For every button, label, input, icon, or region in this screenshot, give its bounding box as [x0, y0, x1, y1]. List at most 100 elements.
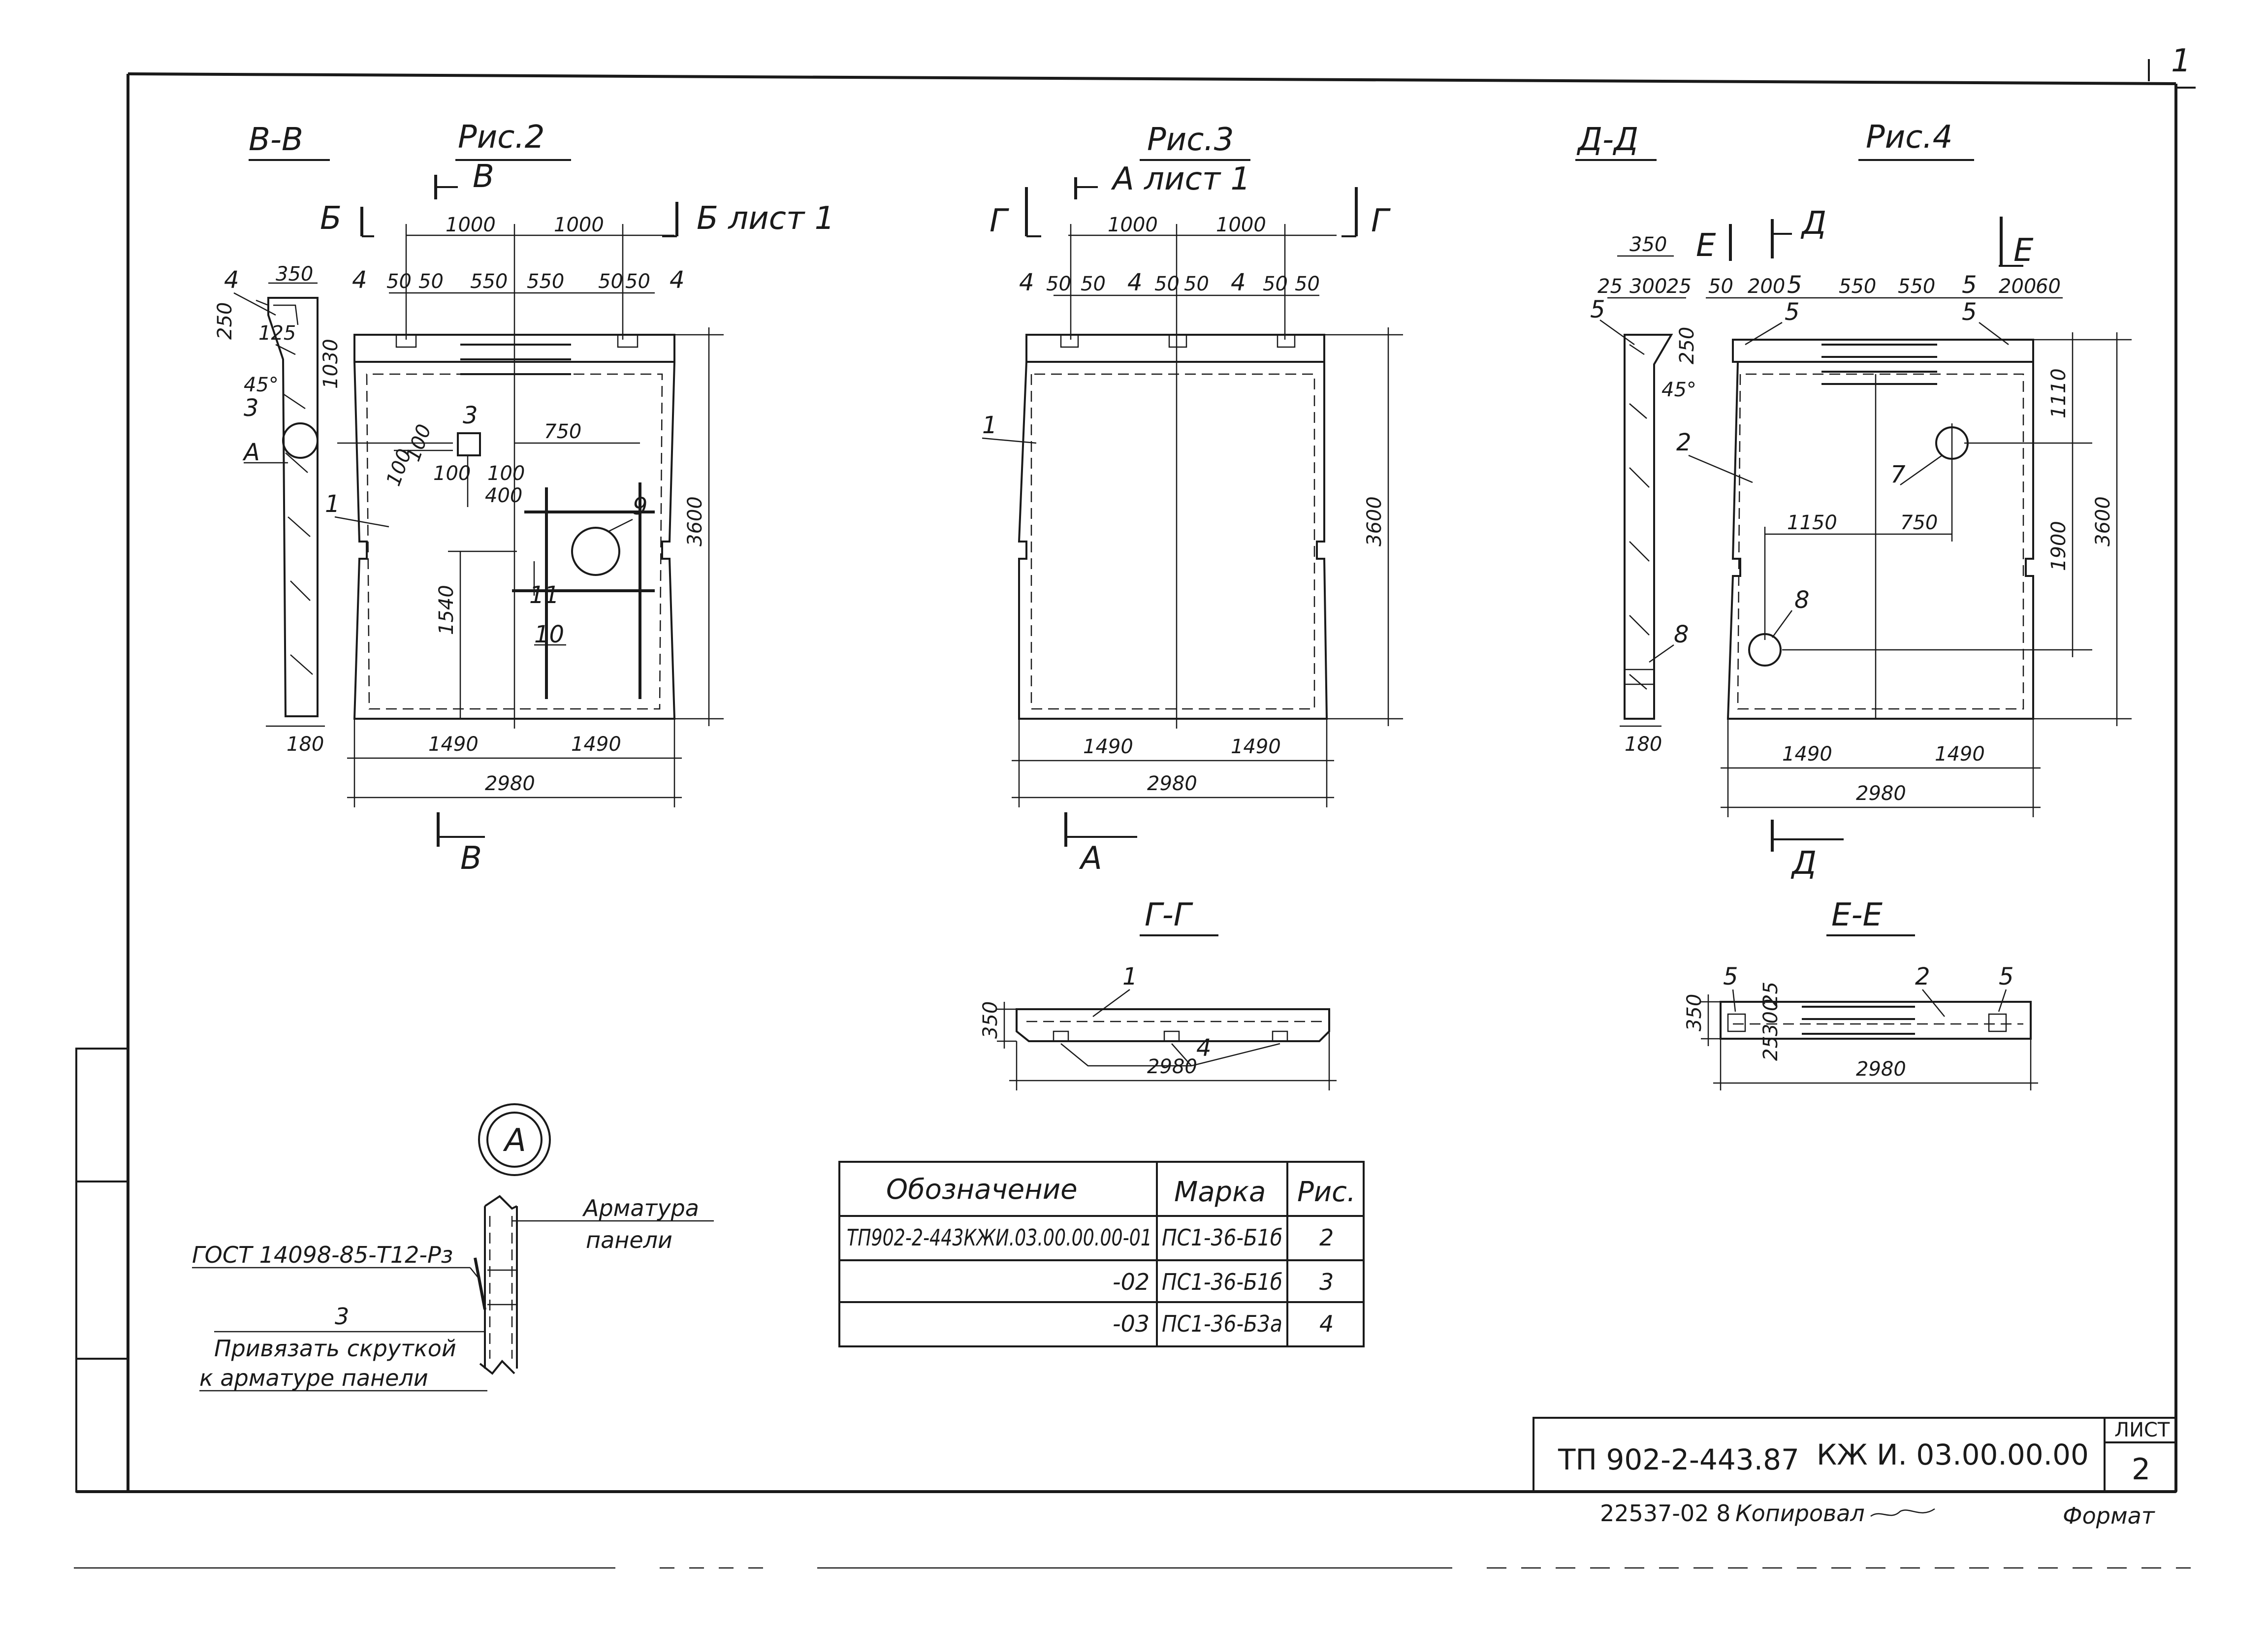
fig2-small-dim-6: 50	[625, 270, 650, 293]
fig2-top-dim-left: 1000	[446, 214, 496, 236]
fig3-small-dim-2: 50	[1081, 273, 1106, 295]
fig2-small-dim-4: 550	[527, 270, 564, 293]
fig4-small-dim-4: 550	[1898, 275, 1935, 298]
fig3-title: Рис.3	[1147, 122, 1234, 158]
fig4-small-dim-5: 5	[1962, 271, 1977, 299]
table-row-2-fig: 3	[1319, 1269, 1334, 1295]
section-gg-callout-1: 1	[1122, 963, 1138, 990]
fig2-small-dim-0: 4	[352, 266, 367, 294]
section-ee-dim-300: 300	[1759, 999, 1782, 1036]
fig2-sec-d1030: 1030	[319, 339, 342, 389]
fig4-small-dim-6: 200	[1999, 275, 2036, 298]
fig4-inner-dim-2: 1110	[2047, 368, 2070, 418]
table-row-3-designation: -03	[1113, 1310, 1150, 1337]
fig2-callout-A: A	[242, 439, 260, 466]
section-gg-title: Г-Г	[1145, 897, 1193, 933]
fig2-cut-left: Б	[320, 200, 342, 237]
sheet-corner-mark: 1	[2171, 43, 2191, 79]
title-block-sheet-label: ЛИСТ	[2114, 1419, 2170, 1441]
fig2-cut-top: В	[473, 159, 494, 195]
fig4-inner-dim-3: 1900	[2047, 521, 2070, 571]
fig3-callout-1: 1	[982, 412, 997, 439]
fig3-small-dim-1: 50	[1046, 273, 1071, 295]
fig2-cut-right: Б лист 1	[697, 200, 834, 237]
figure-3: Рис.3 А лист 1 Г Г 1000 1000 4 50 50 4 5…	[982, 122, 1403, 877]
section-ee-dim-350: 350	[1683, 994, 1706, 1031]
fig2-callout-3b: 3	[463, 402, 478, 429]
fig4-callout-8a: 8	[1794, 586, 1810, 614]
fig2-callout-10: 10	[534, 621, 564, 648]
fig2-inner-dim-1: 100	[382, 446, 416, 489]
title-block-sheet-number: 2	[2132, 1452, 2150, 1487]
fig4-callout-8b: 8	[1674, 621, 1689, 648]
fig2-small-dim-5: 50	[598, 270, 623, 293]
figure-4: Д-Д Рис.4 Д Е Е 50 200 5 550 550 5 200 6…	[1575, 119, 2132, 882]
fig4-sec-d250: 250	[1676, 327, 1698, 364]
fig4-callout-5b: 5	[1785, 298, 1800, 326]
title-block-code: КЖ И. 03.00.00.00	[1817, 1438, 2089, 1471]
fig4-callout-5a: 5	[1590, 296, 1605, 323]
table-header-fig: Рис.	[1297, 1176, 1356, 1208]
fig2-sec-d250: 250	[214, 302, 236, 340]
fig4-small-dim-0: 50	[1708, 275, 1733, 298]
fig2-sec-width: 350	[276, 263, 313, 286]
table-row-1-fig: 2	[1319, 1224, 1334, 1251]
detail-a-item: 3	[335, 1303, 349, 1330]
detail-a-note-2: к арматуре панели	[199, 1365, 428, 1391]
fig3-small-dim-0: 4	[1019, 269, 1034, 296]
fig4-sec-bottom: 180	[1625, 733, 1662, 756]
fig2-inner-dim-4: 400	[485, 484, 522, 507]
fig2-small-dim-1: 50	[386, 270, 412, 293]
table-row-2-mark: ПС1-36-Б1б	[1162, 1269, 1282, 1295]
fig4-cut-top: Д	[1800, 205, 1826, 242]
fig3-small-dim-3: 4	[1127, 269, 1143, 296]
section-ee-width: 2980	[1856, 1058, 1906, 1081]
fig3-bottom-dim-right: 1490	[1231, 735, 1281, 758]
detail-a-panel-label: панели	[586, 1227, 672, 1253]
table-header-designation: Обозначение	[886, 1174, 1078, 1206]
fig4-callout-2: 2	[1676, 429, 1692, 456]
fig4-sec-angle: 45°	[1661, 379, 1696, 401]
title-block: ТП 902-2-443.87 КЖ И. 03.00.00.00 ЛИСТ 2	[1533, 1417, 2177, 1493]
fig2-small-dim-7: 4	[670, 266, 685, 294]
fig2-title: Рис.2	[458, 119, 544, 156]
fig2-callout-4a: 4	[224, 266, 239, 294]
fig3-bottom-dim-left: 1490	[1083, 735, 1133, 758]
fig2-sec-bottom: 180	[287, 733, 324, 756]
fig4-total-width: 2980	[1856, 782, 1906, 805]
fig4-bottom-dim-right: 1490	[1935, 743, 1985, 766]
detail-a-badge: А	[503, 1122, 526, 1159]
fig2-inner-dim-3: 100	[487, 462, 525, 485]
fig4-callout-7: 7	[1890, 461, 1906, 488]
detail-a-rebar-label: Арматура	[582, 1195, 699, 1221]
spec-table: Обозначение Марка Рис. ТП902-2-443КЖИ.03…	[838, 1161, 1365, 1347]
section-ee-title: Е-Е	[1831, 897, 1883, 933]
fig4-height: 3600	[2092, 496, 2114, 546]
fig2-bottom-dim-left: 1490	[428, 733, 479, 756]
section-gg-width: 2980	[1147, 1055, 1197, 1078]
fig2-section-title: В-В	[249, 122, 303, 158]
fig4-small-dim-3: 550	[1839, 275, 1876, 298]
fig2-callout-9: 9	[633, 493, 648, 520]
fig2-inner-dim-2: 100	[433, 462, 471, 485]
fig3-height: 3600	[1363, 496, 1386, 546]
fig4-sec-width: 350	[1629, 233, 1667, 256]
fig4-small-dim-2: 5	[1787, 271, 1802, 299]
section-gg-height: 350	[979, 1001, 1002, 1039]
fig2-sec-angle: 45°	[244, 374, 279, 396]
fig3-cut-bottom: А	[1079, 840, 1102, 877]
section-ee-callout-2: 2	[1915, 963, 1930, 990]
fig3-top-dim-left: 1000	[1108, 214, 1158, 236]
section-gg: Г-Г 1 4 350 2980	[979, 897, 1337, 1090]
fig3-small-dim-8: 50	[1295, 273, 1320, 295]
section-ee: Е-Е 5 2 5 350 25 300 25 2980	[1683, 897, 2038, 1090]
fig2-cut-bottom: В	[460, 840, 482, 877]
fig3-top-dim-right: 1000	[1216, 214, 1266, 236]
detail-a-gost: ГОСТ 14098-85-Т12-Рз	[192, 1242, 453, 1268]
fig3-cut-left: Г	[990, 203, 1009, 239]
section-gg-callout-4: 4	[1196, 1034, 1212, 1062]
section-ee-callout-5b: 5	[1999, 963, 2014, 990]
fig2-inner-dim-5: 750	[544, 420, 581, 443]
fig4-inner-dim-0: 1150	[1787, 511, 1837, 534]
fig4-cut-bottom: Д	[1790, 845, 1817, 882]
